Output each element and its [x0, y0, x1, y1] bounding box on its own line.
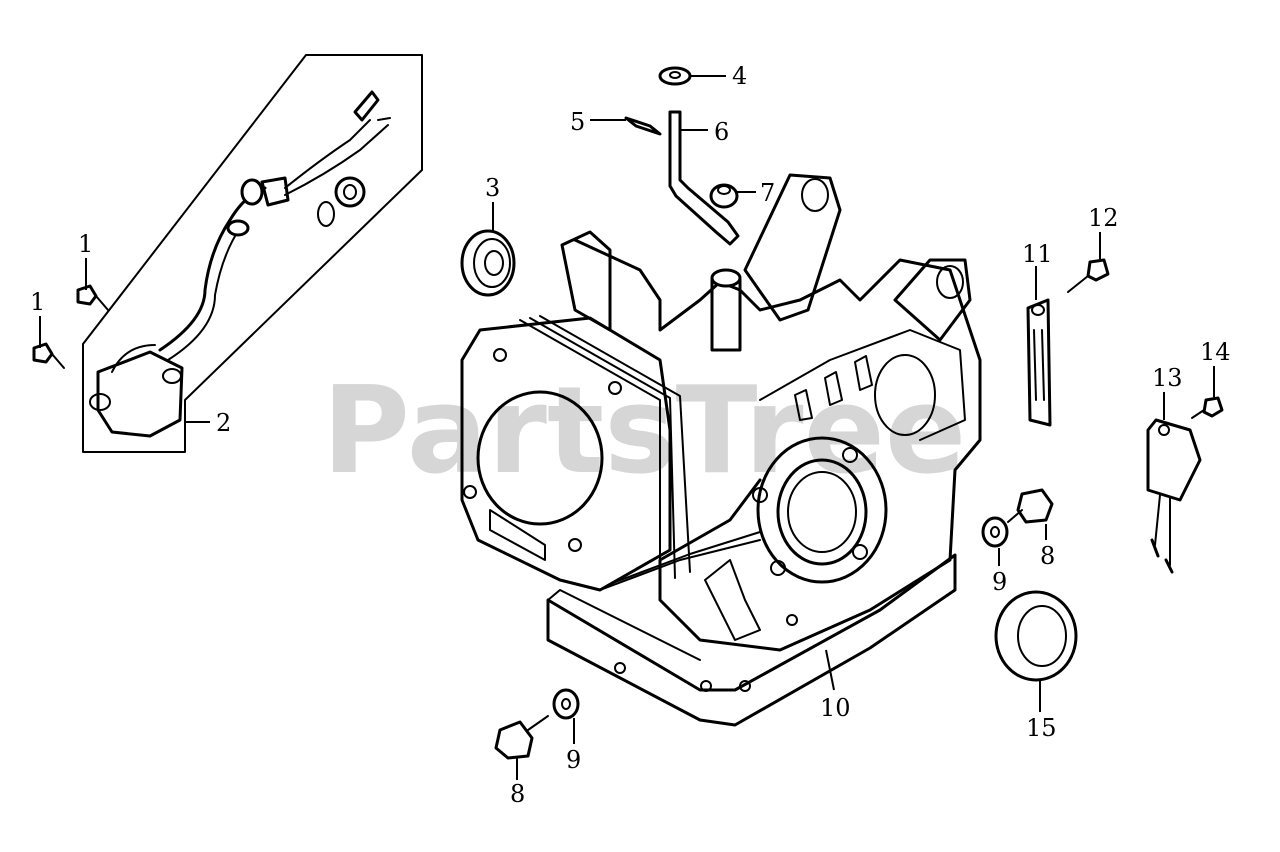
callout-6: 6 [714, 118, 729, 146]
callout-1-upper: 1 [78, 230, 93, 258]
switch-part-13 [1146, 418, 1202, 574]
governor-arm-part-6 [668, 110, 740, 246]
bearing-part-3 [460, 229, 516, 297]
callout-9-lower: 9 [566, 746, 581, 774]
bushing-part-7 [709, 183, 739, 209]
bolt-part-14 [1191, 396, 1224, 419]
callout-12: 12 [1088, 204, 1119, 232]
callout-9-right: 9 [992, 568, 1007, 596]
washer-part-4 [658, 66, 692, 86]
callout-labels: 1 1 2 3 4 5 6 7 8 8 9 9 10 11 12 13 14 1… [30, 62, 1231, 808]
callout-4: 4 [732, 62, 747, 90]
callout-3: 3 [485, 174, 500, 202]
callout-15: 15 [1026, 714, 1057, 742]
callout-8-lower: 8 [510, 780, 525, 808]
callout-2: 2 [216, 409, 231, 437]
crankcase-part-10 [460, 173, 982, 727]
callout-14: 14 [1200, 338, 1231, 366]
callout-5: 5 [570, 108, 585, 136]
bolt-part-8-right [1007, 488, 1054, 524]
oil-sensor-assembly [82, 54, 423, 453]
bolt-part-8-lower [494, 715, 549, 760]
oil-seal-part-15 [994, 590, 1078, 682]
washer-part-9-lower [552, 688, 580, 720]
bolt-part-1-upper [76, 284, 109, 311]
callout-7: 7 [760, 179, 775, 207]
plate-part-11 [1026, 298, 1052, 427]
bolt-part-1-lower [32, 342, 65, 369]
leader-lines [39, 75, 1215, 780]
clip-part-5 [624, 116, 662, 136]
callout-1-lower: 1 [30, 288, 45, 316]
callout-13: 13 [1152, 364, 1183, 392]
callout-11: 11 [1022, 240, 1053, 268]
washer-part-9-right [981, 516, 1009, 548]
bolt-part-12 [1067, 258, 1110, 293]
callout-8-right: 8 [1040, 542, 1055, 570]
callout-10: 10 [820, 694, 851, 722]
